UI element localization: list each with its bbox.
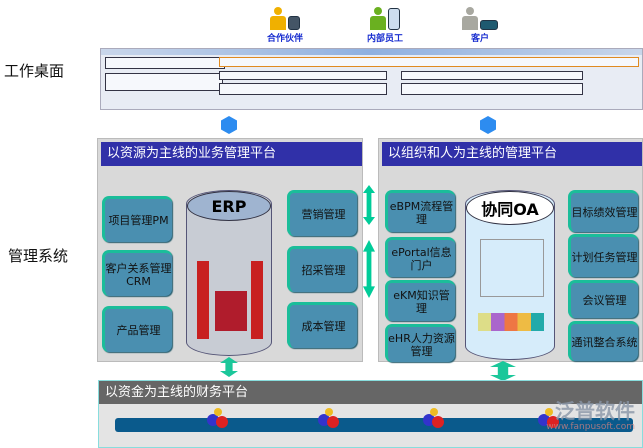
erp-cylinder: ERP: [186, 190, 272, 356]
oa-title: 协同OA: [466, 191, 554, 225]
module-eportal[interactable]: ePortal信息门户: [385, 237, 455, 277]
module-ebpm[interactable]: eBPM流程管理: [385, 190, 455, 232]
module-meeting[interactable]: 会议管理: [568, 280, 638, 318]
card-icon: [480, 20, 498, 30]
org-platform-title: 以组织和人为主线的管理平台: [382, 142, 642, 166]
person-icon: [274, 7, 282, 15]
role-label: 客户: [470, 34, 489, 44]
management-label: 管理系统: [8, 247, 69, 265]
desktop-screenshot: [100, 48, 643, 110]
role-label: 内部员工: [366, 34, 403, 44]
watermark-brand: 泛普软件: [555, 399, 635, 423]
desktop-label: 工作桌面: [4, 62, 65, 80]
down-arrow: [220, 357, 238, 377]
module-goal-performance[interactable]: 目标绩效管理: [568, 190, 638, 232]
business-platform-title: 以资源为主线的业务管理平台: [101, 142, 362, 166]
folders-icon: [478, 313, 544, 331]
watermark-url: www.fanpusoft.com: [546, 422, 635, 432]
gear-icon: [536, 408, 562, 430]
module-pm[interactable]: 项目管理PM: [102, 196, 172, 242]
role-employee: 内部员工: [355, 2, 415, 44]
module-product[interactable]: 产品管理: [102, 306, 172, 352]
person-icon: [374, 7, 382, 15]
person-icon: [466, 7, 474, 15]
module-ekm[interactable]: eKM知识管理: [385, 280, 455, 321]
watermark: 泛普软件 www.fanpusoft.com: [546, 400, 635, 432]
link-arrow: [363, 240, 375, 298]
finance-flow-line: [115, 418, 633, 432]
module-cost[interactable]: 成本管理: [287, 302, 357, 348]
finance-platform-panel: 以资金为主线的财务平台: [98, 380, 643, 448]
erp-title: ERP: [187, 191, 271, 221]
finance-platform-title: 以资金为主线的财务平台: [99, 381, 642, 404]
module-crm[interactable]: 客户关系管理CRM: [102, 250, 172, 296]
role-partner: 合作伙伴: [255, 2, 315, 44]
module-ehr[interactable]: eHR人力资源管理: [385, 324, 455, 362]
workflow-icon: [480, 239, 544, 297]
connector-hex-icon: [221, 116, 237, 134]
module-plan-task[interactable]: 计划任务管理: [568, 234, 638, 277]
gear-icon: [316, 408, 342, 430]
server-icon: [251, 261, 263, 339]
link-arrow: [363, 185, 375, 225]
role-label: 合作伙伴: [266, 34, 303, 44]
factory-icon: [215, 291, 247, 331]
phone-icon: [388, 8, 400, 30]
module-marketing[interactable]: 营销管理: [287, 190, 357, 236]
down-arrow: [490, 361, 516, 381]
server-icon: [197, 261, 209, 339]
gear-icon: [421, 408, 447, 430]
module-communication[interactable]: 通讯整合系统: [568, 321, 638, 361]
role-customer: 客户: [450, 2, 510, 44]
device-icon: [288, 16, 300, 30]
oa-cylinder: 协同OA: [465, 190, 555, 360]
connector-hex-icon: [480, 116, 496, 134]
gear-icon: [205, 408, 231, 430]
module-procurement[interactable]: 招采管理: [287, 246, 357, 292]
